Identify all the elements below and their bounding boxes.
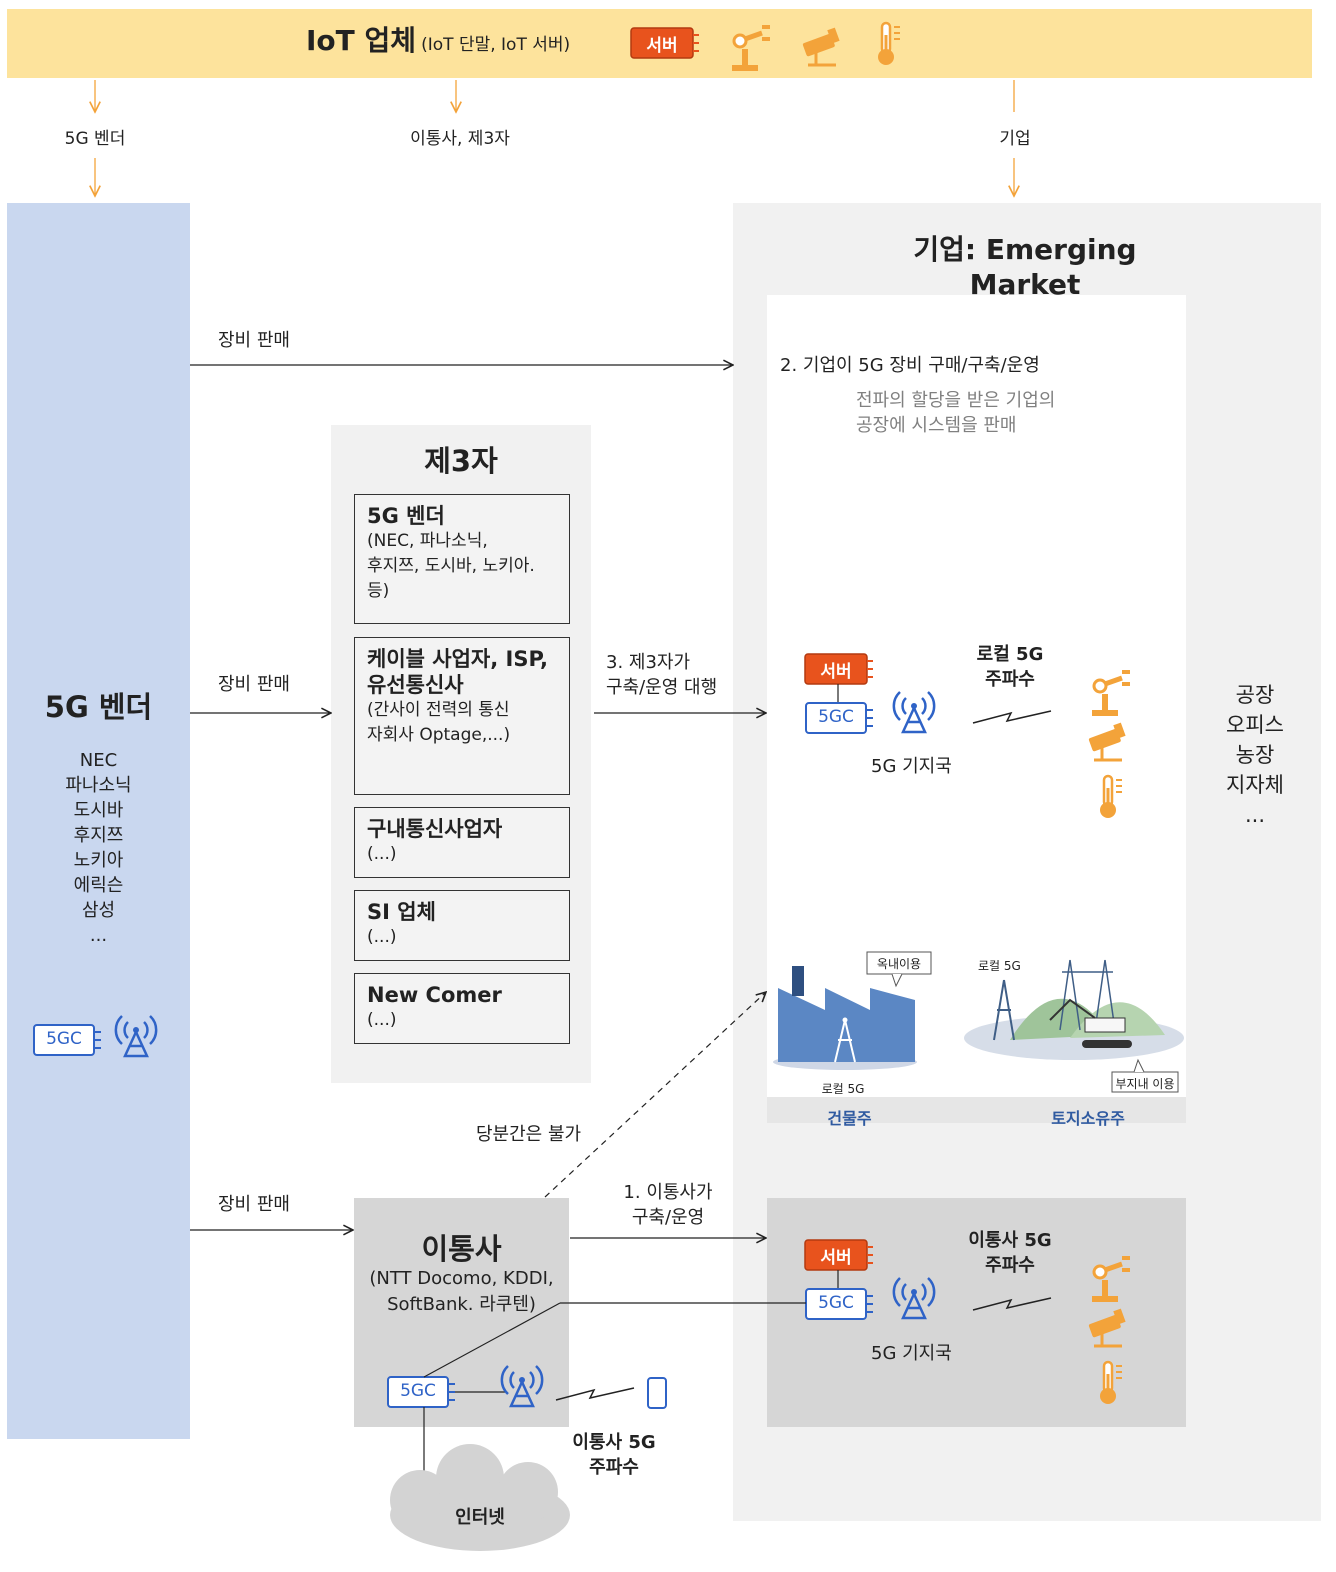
vendor-panel (7, 203, 190, 1439)
third-party-item-si: SI 업체 (...) (354, 890, 570, 961)
vendor-title: 5G 벤더 (44, 690, 153, 724)
third-party-title: 제3자 (424, 444, 498, 478)
carrier-members: (NTT Docomo, KDDI, SoftBank. 라쿠텐) (369, 1268, 554, 1315)
top-label-enterprise: 기업 (999, 129, 1031, 149)
local-base-station-label: 5G 기지국 (871, 756, 952, 777)
local-base-station-icon (892, 690, 936, 734)
enterprise-option2-title: 2. 기업이 5G 장비 구매/구축/운영 (780, 355, 1040, 376)
carrier-radio-link-icon (555, 1387, 635, 1401)
third-party-item-title: 케이블 사업자, ISP, 유선통신사 (367, 647, 548, 697)
sale-label-carrier: 장비 판매 (218, 1194, 290, 1215)
smartphone-icon (647, 1377, 667, 1409)
banner-thermometer-icon (876, 21, 902, 67)
third-party-item-title: 구내통신사업자 (367, 817, 503, 841)
top-label-vendor: 5G 벤더 (64, 129, 126, 149)
local5g-tag-building: 로컬 5G (821, 1082, 865, 1096)
third-party-item-body: (...) (367, 844, 397, 864)
local-radio-link-icon (972, 710, 1052, 724)
carrier-5gc-label: 5GC (400, 1381, 436, 1401)
local-server-label: 서버 (820, 662, 852, 682)
third-party-item-vendor: 5G 벤더 (NEC, 파나소닉, 후지쯔, 도시바, 노키아. 등) (354, 494, 570, 624)
carrier-svc-radio-link-icon (972, 1297, 1052, 1311)
banner-robot-arm-icon (732, 27, 770, 71)
banner-server-label: 서버 (646, 36, 678, 56)
local-5gc-label: 5GC (818, 707, 854, 727)
third-party-item-title: 5G 벤더 (367, 504, 445, 528)
local-cctv-camera-icon (1086, 721, 1128, 762)
local-freq-label: 로컬 5G 주파수 (976, 644, 1044, 690)
carrier-freq-label: 이통사 5G 주파수 (572, 1432, 656, 1478)
internet-cloud-icon (390, 1444, 570, 1551)
third-party-item-body: (...) (367, 927, 397, 947)
vendor-companies: NEC 파나소닉 도시바 후지쯔 노키아 에릭슨 삼성 ... (65, 750, 132, 946)
carrier-svc-base-station-label: 5G 기지국 (871, 1343, 952, 1364)
arrow-not-yet (544, 992, 766, 1198)
vendor-5gc-label: 5GC (46, 1029, 82, 1049)
third-party-item-title: SI 업체 (367, 900, 436, 924)
carrier-svc-thermometer-icon (1098, 1360, 1124, 1406)
enterprise-targets: 공장 오피스 농장 지자체 ... (1226, 683, 1284, 827)
land-owner-caption: 토지소유주 (1051, 1109, 1125, 1128)
carrier-svc-cctv-camera-icon (1086, 1307, 1128, 1348)
carrier-svc-5gc-label: 5GC (818, 1293, 854, 1313)
carrier-build-label: 1. 이통사가 구축/운영 (623, 1182, 713, 1228)
third-party-build-label: 3. 제3자가 구축/운영 대행 (606, 652, 718, 698)
factory-illustration (773, 951, 932, 1070)
internet-label: 인터넷 (455, 1507, 505, 1528)
iot-banner-subtitle: (IoT 단말, IoT 서버) (421, 35, 571, 55)
iot-banner-title: IoT 업체 (306, 24, 417, 57)
third-party-item-newcomer: New Comer (...) (354, 973, 570, 1044)
top-label-carrier: 이통사, 제3자 (410, 129, 510, 149)
third-party-item-body: (...) (367, 1010, 397, 1030)
local-robot-arm-icon (1092, 672, 1130, 716)
third-party-item-premises: 구내통신사업자 (...) (354, 807, 570, 878)
carrier-svc-base-station-icon (892, 1276, 936, 1320)
sale-label-enterprise: 장비 판매 (218, 330, 290, 351)
land-illustration (964, 959, 1184, 1093)
carrier-base-station-icon (500, 1364, 544, 1408)
iot-banner-heading: IoT 업체 (IoT 단말, IoT 서버) (306, 22, 570, 64)
third-party-item-cable: 케이블 사업자, ISP, 유선통신사 (간사이 전력의 통신 자회사 Opta… (354, 637, 570, 795)
carrier-title: 이통사 (421, 1232, 502, 1266)
premises-tag: 부지내 이용 (1115, 1077, 1175, 1091)
banner-cctv-camera-icon (800, 26, 842, 67)
carrier-svc-server-label: 서버 (820, 1248, 852, 1268)
third-party-item-body: (NEC, 파나소닉, 후지쯔, 도시바, 노키아. 등) (367, 531, 535, 601)
building-owner-caption: 건물주 (827, 1109, 872, 1128)
caption-strip (767, 1097, 1186, 1123)
carrier-svc-robot-arm-icon (1092, 1258, 1130, 1302)
sale-label-third-party: 장비 판매 (218, 674, 290, 695)
local-thermometer-icon (1098, 774, 1124, 820)
enterprise-title: 기업: Emerging Market (913, 233, 1137, 301)
third-party-item-title: New Comer (367, 983, 502, 1007)
carrier-svc-freq-label: 이통사 5G 주파수 (968, 1230, 1052, 1276)
local5g-tag-land: 로컬 5G (978, 959, 1021, 973)
indoor-tag: 옥내이용 (876, 957, 922, 971)
enterprise-option2-desc: 전파의 할당을 받은 기업의 공장에 시스템을 판매 (856, 390, 1056, 436)
not-yet-label: 당분간은 불가 (476, 1124, 582, 1145)
vendor-base-station-icon (114, 1014, 158, 1058)
third-party-item-body: (간사이 전력의 통신 자회사 Optage,...) (367, 700, 511, 745)
